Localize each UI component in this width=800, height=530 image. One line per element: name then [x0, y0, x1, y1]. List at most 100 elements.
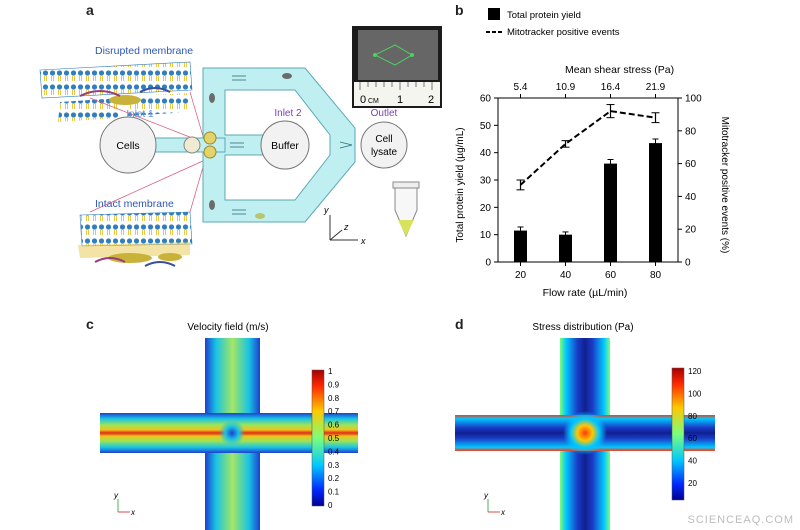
y-tick-label-left: 0: [485, 258, 491, 269]
axis-y-d: y: [483, 491, 489, 500]
axis-x-a: x: [360, 236, 366, 246]
top-tick-label: 21.9: [646, 82, 666, 93]
axis-y-a: y: [323, 205, 329, 215]
panel-a-schematic: Disrupted membrane Intact membrane: [39, 26, 442, 267]
lysate-reservoir: [360, 121, 408, 169]
y-tick-label-right: 80: [685, 126, 697, 137]
flow-arrows: [230, 75, 353, 215]
collection-tube-icon: [392, 181, 420, 238]
velocity-colorbar-tick: 0.9: [328, 380, 340, 389]
bar: [604, 163, 617, 262]
device-photo: 0 CM 1 2: [352, 26, 442, 108]
panel-c-velocity-map: Velocity field (m/s) 10.90.80.70.60.50.4…: [100, 322, 358, 530]
ruler-tick-2: 2: [428, 94, 434, 106]
stress-colorbar-tick: 20: [688, 479, 697, 488]
panel-letter-b: b: [455, 2, 464, 18]
velocity-colorbar-tick: 0.5: [328, 434, 340, 443]
legend-label-bar: Total protein yield: [507, 10, 581, 21]
velocity-colorbar-tick: 0: [328, 501, 333, 510]
x-tick-label: 60: [605, 270, 617, 281]
lysate-label-1: Cell: [375, 134, 392, 145]
axis-x-c: x: [130, 508, 136, 517]
y-tick-label-right: 60: [685, 159, 697, 170]
cells-label: Cells: [116, 140, 139, 152]
intact-membrane-label: Intact membrane: [95, 198, 174, 210]
velocity-colorbar-tick: 0.7: [328, 407, 340, 416]
x-tick-label: 20: [515, 270, 527, 281]
buffer-label: Buffer: [271, 140, 299, 152]
junction-cells: [183, 131, 217, 159]
y-tick-label-right: 0: [685, 258, 691, 269]
velocity-colorbar-tick: 0.6: [328, 421, 340, 430]
x-tick-label: 40: [560, 270, 572, 281]
stress-colorbar: [671, 367, 685, 501]
y-tick-label-left: 20: [480, 203, 492, 214]
velocity-junction: [219, 420, 245, 446]
disrupted-membrane-illustration: [39, 61, 193, 122]
inlet1-label: Inlet 1: [126, 109, 154, 120]
velocity-colorbar-tick: 0.4: [328, 447, 340, 456]
cells-reservoir: [99, 116, 157, 174]
microfluidic-channel: [149, 67, 356, 223]
stress-colorbar-tick: 100: [688, 389, 702, 398]
ruler-tick-1: 1: [397, 94, 403, 106]
y-tick-label-left: 40: [480, 148, 492, 159]
intact-membrane-illustration: [78, 211, 193, 267]
stress-colorbar-ticks: 120 100 80 60 40 20: [688, 367, 702, 488]
y-tick-label-right: 40: [685, 192, 697, 203]
y-axis-title-right: Mitotracker positive events (%): [719, 117, 730, 254]
velocity-colorbar-tick: 0.2: [328, 474, 340, 483]
ruler-unit: CM: [368, 98, 379, 105]
axis-y-c: y: [113, 491, 119, 500]
velocity-colorbar-tick: 0.8: [328, 394, 340, 403]
stress-colorbar-tick: 60: [688, 434, 697, 443]
y-tick-label-right: 100: [685, 94, 702, 105]
inlet2-label: Inlet 2: [274, 108, 302, 119]
buffer-reservoir: [260, 120, 310, 170]
y-tick-label-right: 20: [685, 225, 697, 236]
velocity-colorbar: [311, 369, 325, 507]
x-tick-label: 80: [650, 270, 662, 281]
panel-d-stress-map: Stress distribution (Pa) 12010080604020 …: [455, 322, 715, 530]
panel-letter-c: c: [86, 316, 94, 332]
y-tick-label-left: 60: [480, 94, 492, 105]
axis-x-d: x: [500, 508, 506, 517]
lysate-label-2: lysate: [371, 147, 398, 158]
top-tick-label: 5.4: [514, 82, 528, 93]
axes-indicator-a: [329, 215, 358, 241]
disrupted-membrane-label: Disrupted membrane: [95, 45, 193, 57]
top-tick-label: 16.4: [601, 82, 621, 93]
panel-letter-d: d: [455, 316, 464, 332]
panel-b-chart: Total protein yield Mitotracker positive…: [455, 8, 730, 299]
velocity-title: Velocity field (m/s): [187, 322, 268, 333]
legend-label-line: Mitotracker positive events: [507, 27, 620, 38]
x-axis-title: Flow rate (µL/min): [543, 287, 628, 299]
outlet-label: Outlet: [371, 108, 398, 119]
line-series: [519, 110, 656, 186]
top-tick-label: 10.9: [556, 82, 576, 93]
bar: [514, 230, 527, 262]
ruler-tick-0: 0: [360, 94, 366, 106]
watermark: SCIENCEAQ.COM: [687, 514, 794, 526]
stress-junction: [563, 411, 607, 455]
axis-z-a: z: [343, 222, 349, 232]
stress-colorbar-tick: 40: [688, 457, 697, 466]
stress-colorbar-tick: 120: [688, 367, 702, 376]
panel-letter-a: a: [86, 2, 94, 18]
callout-lines: [89, 91, 206, 213]
y-tick-label-left: 30: [480, 176, 492, 187]
top-axis-title: Mean shear stress (Pa): [565, 64, 674, 76]
y-tick-label-left: 10: [480, 230, 492, 241]
bar: [649, 143, 662, 262]
stress-title: Stress distribution (Pa): [532, 322, 633, 333]
axes-indicator-d: [487, 499, 500, 513]
axes-indicator-c: [117, 499, 130, 513]
legend-swatch-bar: [488, 8, 500, 20]
velocity-colorbar-tick: 0.3: [328, 461, 340, 470]
particles: [209, 73, 292, 219]
velocity-colorbar-tick: 0.1: [328, 488, 340, 497]
y-axis-title-left: Total protein yield (µg/mL): [455, 127, 466, 242]
bar: [559, 234, 572, 262]
stress-colorbar-tick: 80: [688, 412, 697, 421]
velocity-colorbar-ticks: 10.90.80.70.60.50.40.30.20.10: [328, 367, 340, 510]
